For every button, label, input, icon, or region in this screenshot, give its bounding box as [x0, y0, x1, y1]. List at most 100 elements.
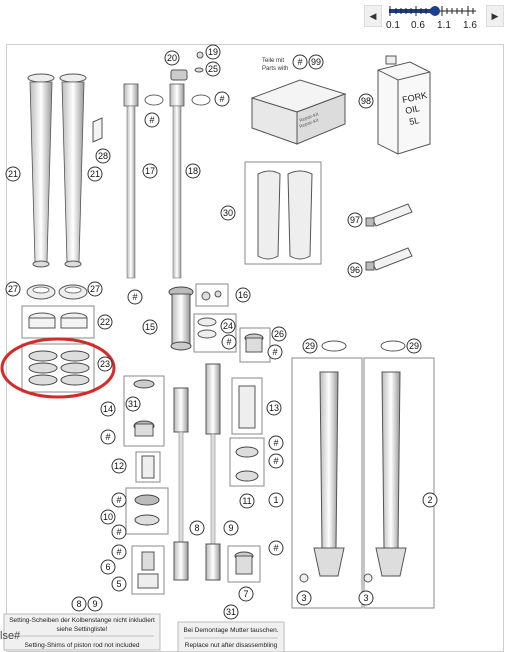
- zoom-out-button[interactable]: ◀: [364, 5, 382, 27]
- callout-28: 28: [95, 148, 111, 164]
- svg-text:14: 14: [103, 404, 113, 414]
- part-2-fork-leg: [363, 357, 435, 609]
- callout-hash: #: [127, 289, 143, 305]
- part-17: [123, 83, 139, 279]
- zoom-tick-label: 1.6: [463, 20, 477, 31]
- svg-text:22: 22: [100, 317, 110, 327]
- callout-16: 16: [235, 287, 251, 303]
- callout-hash: #: [144, 112, 160, 128]
- callout-31: 31: [125, 396, 141, 412]
- zoom-control: ◀ ▶: [364, 0, 510, 36]
- svg-text:7: 7: [243, 589, 248, 599]
- callout-hash: #: [268, 540, 284, 556]
- callout-30: 30: [220, 205, 236, 221]
- svg-text:1: 1: [273, 495, 278, 505]
- part-24-box: [193, 313, 237, 353]
- svg-text:#: #: [149, 115, 154, 125]
- svg-text:12: 12: [114, 461, 124, 471]
- callout-23: 23: [97, 356, 113, 372]
- note-right-de: Bei Demontage Mutter tauschen.: [183, 627, 279, 634]
- repair-kit-box: Repair-Kit Repair-Kit: [250, 79, 347, 145]
- part-14-box: [123, 375, 165, 447]
- svg-text:#: #: [273, 456, 278, 466]
- svg-text:#: #: [273, 438, 278, 448]
- svg-text:9: 9: [228, 523, 233, 533]
- callout-13: 13: [266, 400, 282, 416]
- svg-text:#: #: [116, 547, 121, 557]
- svg-text:27: 27: [90, 284, 100, 294]
- callout-note-8: 8: [71, 596, 87, 612]
- svg-text:#: #: [297, 57, 302, 67]
- callout-17: 17: [142, 163, 158, 179]
- callout-hash: #: [267, 344, 283, 360]
- svg-text:#: #: [219, 94, 224, 104]
- callout-26: 26: [271, 326, 287, 342]
- svg-text:25: 25: [208, 64, 218, 74]
- callout-96: 96: [347, 262, 363, 278]
- part-21-right: [59, 73, 87, 268]
- callout-14: 14: [100, 401, 116, 417]
- part-29-ring: [321, 340, 347, 352]
- svg-text:99: 99: [311, 57, 321, 67]
- teile-mit-label: Teile mit: [262, 58, 284, 64]
- callout-hash: #: [111, 524, 127, 540]
- svg-text:6: 6: [105, 562, 110, 572]
- svg-text:28: 28: [98, 151, 108, 161]
- svg-text:3: 3: [301, 593, 306, 603]
- part-1-fork-leg: [291, 357, 363, 609]
- svg-text:21: 21: [8, 169, 18, 179]
- callout-20: 20: [164, 50, 180, 66]
- callout-9: 9: [223, 520, 239, 536]
- svg-text:15: 15: [145, 322, 155, 332]
- svg-text:27: 27: [8, 284, 18, 294]
- svg-text:9: 9: [92, 599, 97, 609]
- zoom-tick-label: 0.1: [386, 20, 400, 31]
- svg-text:#: #: [272, 347, 277, 357]
- svg-text:29: 29: [305, 341, 315, 351]
- zoom-tick-label: 0.6: [411, 20, 425, 31]
- part-21-left: [27, 73, 55, 268]
- o-ring: [191, 94, 211, 106]
- zoom-slider-ticks: [389, 6, 474, 16]
- svg-text:96: 96: [350, 265, 360, 275]
- callout-27: 27: [87, 281, 103, 297]
- part-18: [169, 83, 185, 279]
- fork-cap-assembly: [170, 51, 204, 81]
- part-96-grease-tube: [365, 247, 413, 271]
- can-label-volume: 5L: [408, 115, 420, 127]
- callout-18: 18: [185, 163, 201, 179]
- zoom-slider[interactable]: [386, 4, 480, 20]
- zoom-slider-handle[interactable]: [430, 6, 440, 16]
- highlight-circle: [0, 337, 116, 399]
- can-label-oil: OIL: [404, 103, 420, 116]
- svg-text:13: 13: [269, 403, 279, 413]
- callout-25: 25: [205, 61, 221, 77]
- zoom-in-button[interactable]: ▶: [486, 5, 504, 27]
- callout-29: 29: [406, 338, 422, 354]
- callout-21: 21: [5, 166, 21, 182]
- svg-text:#: #: [226, 337, 231, 347]
- callout-97: 97: [347, 212, 363, 228]
- svg-text:11: 11: [242, 496, 251, 506]
- note-left-de2: siehe Settingliste!: [56, 626, 108, 633]
- note-box-right: [177, 621, 285, 652]
- svg-text:31: 31: [128, 399, 138, 409]
- callout-3: 3: [296, 590, 312, 606]
- callout-99: 99: [308, 54, 324, 70]
- note-right-en: Replace nut after disassembling: [184, 642, 278, 649]
- part-27-seals: [26, 284, 88, 300]
- chevron-left-icon: ◀: [369, 10, 377, 21]
- svg-text:30: 30: [223, 208, 233, 218]
- part-8-rod: [173, 387, 189, 581]
- parts-with-label: Parts with: [262, 66, 288, 72]
- callout-note-31: 31: [223, 604, 239, 620]
- callout-hash: #: [111, 492, 127, 508]
- callout-10: 10: [100, 509, 116, 525]
- fork-oil-can: FORK OIL 5L: [377, 55, 431, 155]
- svg-text:5: 5: [116, 579, 121, 589]
- o-ring: [144, 94, 164, 106]
- part-28: [92, 117, 103, 143]
- callout-98: 98: [358, 93, 374, 109]
- svg-text:31: 31: [226, 607, 236, 617]
